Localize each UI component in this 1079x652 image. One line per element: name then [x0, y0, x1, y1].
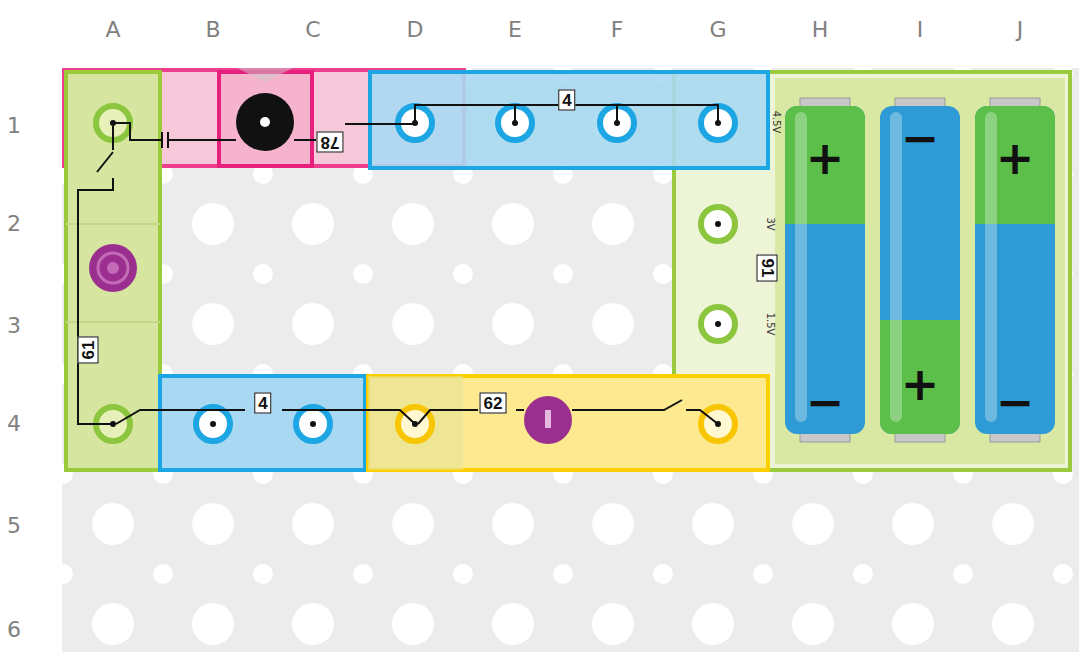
column-letter: D [407, 19, 424, 41]
part-number: 62 [480, 393, 507, 414]
column-letter: G [709, 19, 726, 41]
row-number: 6 [7, 619, 21, 641]
switch-part: 61 [66, 72, 160, 470]
part-number: 91 [757, 255, 778, 282]
wire-part: 4 [160, 376, 365, 470]
battery-terminal: + [996, 135, 1035, 181]
row-number: 4 [7, 413, 21, 435]
voltage-label: 1.5V [765, 313, 775, 336]
voltage-label: 4.5V [771, 111, 781, 134]
row-number: 5 [7, 515, 21, 537]
row-number: 3 [7, 315, 21, 337]
voltage-label: 3V [765, 217, 775, 230]
part-number: 4 [254, 393, 271, 414]
column-letter: B [205, 19, 220, 41]
part-number: 78 [317, 132, 344, 153]
wire-part: 4 [368, 72, 768, 168]
column-letter: E [508, 19, 522, 41]
part-number: 4 [558, 90, 575, 111]
battery-terminal: + [901, 361, 940, 407]
row-number: 2 [7, 213, 21, 235]
column-letter: A [105, 19, 120, 41]
column-letter: C [305, 19, 320, 41]
column-letter: J [1017, 19, 1024, 41]
led-part: 62 [368, 376, 768, 470]
column-letter: I [917, 19, 924, 41]
part-number: 61 [78, 337, 99, 364]
battery-terminal: − [806, 379, 845, 425]
battery-terminal: − [901, 115, 940, 161]
column-letter: F [611, 19, 624, 41]
buzzer-part: 78 [62, 68, 465, 168]
row-number: 1 [7, 115, 21, 137]
column-letter: H [812, 19, 829, 41]
battery-terminal: + [806, 135, 845, 181]
battery-terminal: − [996, 379, 1035, 425]
